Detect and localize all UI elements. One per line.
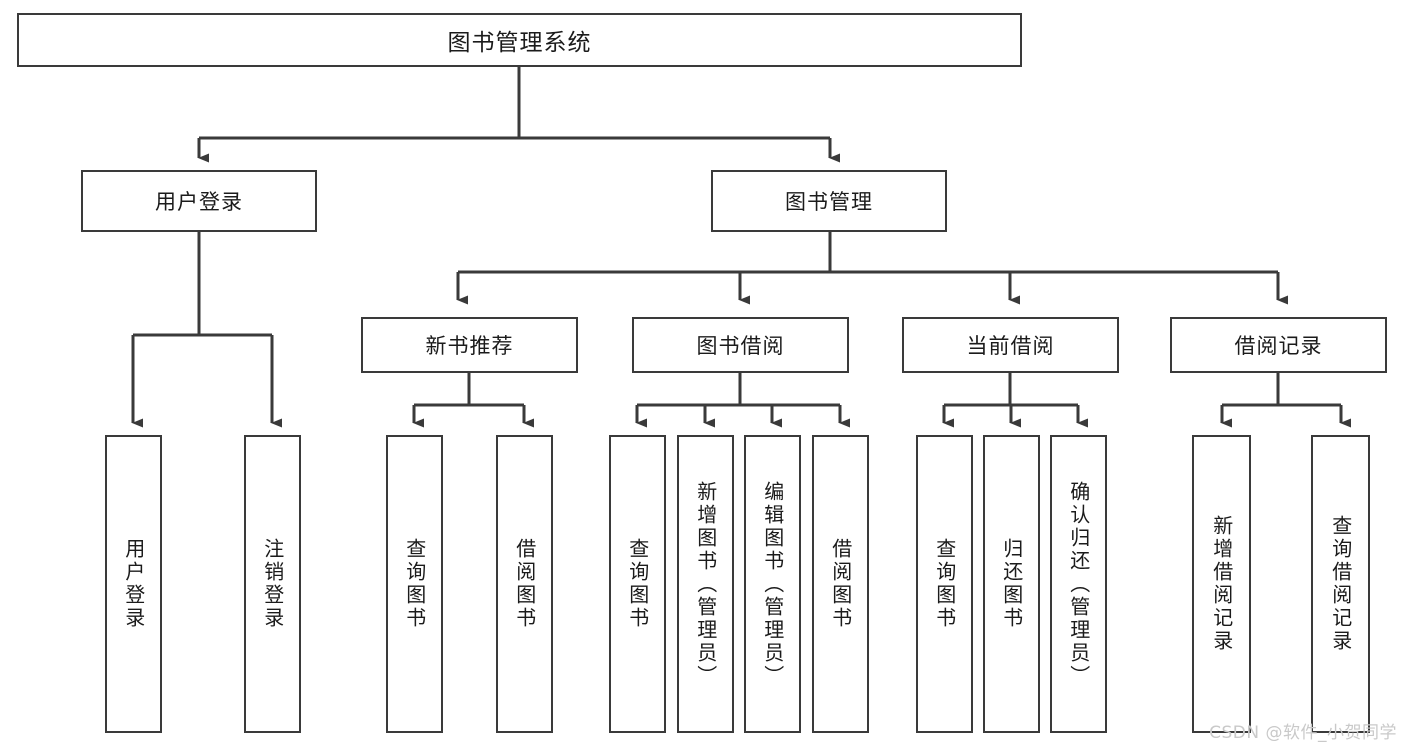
leaf-currentborrow-return-book-label: 归还图书: [999, 538, 1024, 630]
leaf-currentborrow-return-book[interactable]: 归还图书: [983, 435, 1040, 733]
leaf-user-login-label: 用户登录: [121, 538, 146, 630]
leaf-user-login[interactable]: 用户登录: [105, 435, 162, 733]
leaf-bookborrow-query-book-label: 查询图书: [625, 538, 650, 630]
leaf-currentborrow-query-book[interactable]: 查询图书: [916, 435, 973, 733]
leaf-borrowrecord-query-record[interactable]: 查询借阅记录: [1311, 435, 1370, 733]
leaf-bookborrow-add-book-label: 新增图书（管理员）: [693, 480, 718, 688]
leaf-currentborrow-confirm-return[interactable]: 确认归还（管理员）: [1050, 435, 1107, 733]
leaf-newbook-query-book-label: 查询图书: [402, 538, 427, 630]
node-current-borrow[interactable]: 当前借阅: [902, 317, 1119, 373]
node-new-book-recommend-label: 新书推荐: [425, 334, 514, 358]
leaf-newbook-borrow-book-label: 借阅图书: [512, 538, 537, 630]
node-root-system-label: 图书管理系统: [447, 30, 592, 56]
leaf-bookborrow-borrow-book[interactable]: 借阅图书: [812, 435, 869, 733]
node-book-borrow-label: 图书借阅: [696, 334, 785, 358]
node-user-login[interactable]: 用户登录: [81, 170, 317, 232]
node-current-borrow-label: 当前借阅: [966, 334, 1055, 358]
node-borrow-record[interactable]: 借阅记录: [1170, 317, 1387, 373]
node-root-system[interactable]: 图书管理系统: [17, 13, 1022, 67]
leaf-borrowrecord-add-record-label: 新增借阅记录: [1209, 515, 1234, 653]
leaf-newbook-query-book[interactable]: 查询图书: [386, 435, 443, 733]
leaf-bookborrow-borrow-book-label: 借阅图书: [828, 538, 853, 630]
leaf-borrowrecord-add-record[interactable]: 新增借阅记录: [1192, 435, 1251, 733]
leaf-bookborrow-add-book[interactable]: 新增图书（管理员）: [677, 435, 734, 733]
node-new-book-recommend[interactable]: 新书推荐: [361, 317, 578, 373]
node-book-manage-label: 图书管理: [785, 190, 873, 214]
leaf-borrowrecord-query-record-label: 查询借阅记录: [1328, 515, 1353, 653]
node-borrow-record-label: 借阅记录: [1234, 334, 1323, 358]
leaf-currentborrow-confirm-return-label: 确认归还（管理员）: [1066, 480, 1091, 688]
leaf-newbook-borrow-book[interactable]: 借阅图书: [496, 435, 553, 733]
leaf-logout-label: 注销登录: [260, 538, 285, 630]
node-book-borrow[interactable]: 图书借阅: [632, 317, 849, 373]
leaf-logout[interactable]: 注销登录: [244, 435, 301, 733]
leaf-bookborrow-query-book[interactable]: 查询图书: [609, 435, 666, 733]
leaf-bookborrow-edit-book[interactable]: 编辑图书（管理员）: [744, 435, 801, 733]
leaf-currentborrow-query-book-label: 查询图书: [932, 538, 957, 630]
node-user-login-label: 用户登录: [155, 190, 243, 214]
leaf-bookborrow-edit-book-label: 编辑图书（管理员）: [760, 480, 785, 688]
node-book-manage[interactable]: 图书管理: [711, 170, 947, 232]
